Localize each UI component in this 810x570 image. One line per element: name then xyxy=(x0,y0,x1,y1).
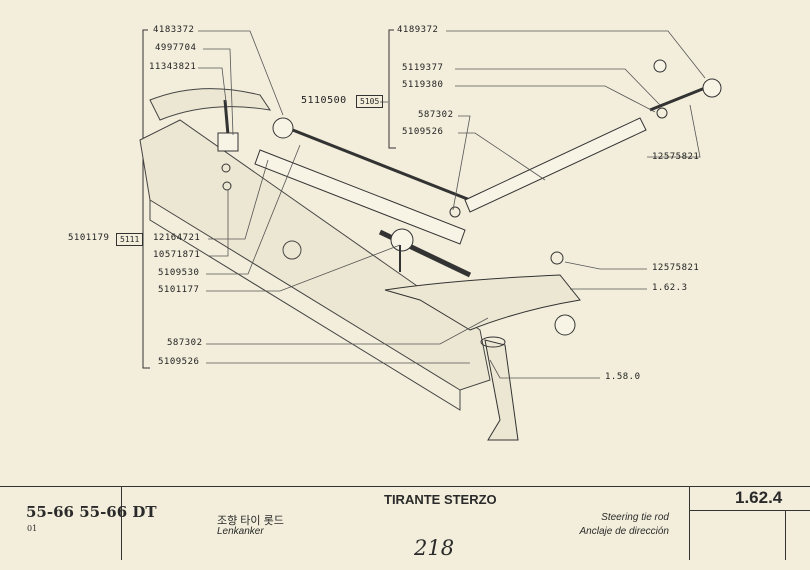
bolt xyxy=(223,99,230,136)
section-reference: 1.62.3 xyxy=(652,283,688,293)
clamp xyxy=(217,132,239,152)
handwritten-page-number: 218 xyxy=(414,536,455,560)
part-number: 5109526 xyxy=(402,127,444,137)
steering-arm xyxy=(384,274,581,331)
part-number: 5101179 xyxy=(68,233,110,243)
part-number: 12164721 xyxy=(153,233,201,243)
part-number: 11343821 xyxy=(149,62,197,72)
title-spanish: Anclaje de dirección xyxy=(579,526,670,537)
title-korean: 조향 타이 롯드 xyxy=(217,515,284,527)
footer-divider xyxy=(689,510,810,511)
section-reference: 1.58.0 xyxy=(605,372,641,382)
footer-divider xyxy=(121,486,122,560)
title-english: Steering tie rod xyxy=(601,512,669,523)
part-number: 5110500 xyxy=(301,95,347,106)
section-number: 1.62.4 xyxy=(735,488,783,507)
outer-tie-rod xyxy=(449,59,722,218)
part-number: 5109530 xyxy=(158,268,200,278)
kingpin xyxy=(484,339,519,441)
chassis-frame xyxy=(139,88,491,411)
reference-box: 5105 xyxy=(356,95,384,108)
part-number: 5119377 xyxy=(402,63,444,73)
title-german: Lenkanker xyxy=(217,526,264,537)
right-bracket xyxy=(388,29,396,149)
part-number: 12575821 xyxy=(652,152,700,162)
part-number: 4189372 xyxy=(397,25,439,35)
ball-joint-right xyxy=(554,314,576,336)
page-title: TIRANTE STERZO xyxy=(384,492,497,507)
reference-box: 5111 xyxy=(116,233,144,246)
left-bracket xyxy=(142,29,150,369)
model-variant: 01 xyxy=(27,524,38,533)
part-number: 587302 xyxy=(418,110,454,120)
part-number: 10571871 xyxy=(153,250,201,260)
ball-joint-left xyxy=(272,117,294,139)
ball-joint-center xyxy=(390,228,414,252)
footer-divider xyxy=(785,510,786,560)
part-number: 5101177 xyxy=(158,285,200,295)
part-number: 5119380 xyxy=(402,80,444,90)
model-name: 55-66 55-66 DT xyxy=(26,503,157,521)
footer-divider xyxy=(0,486,810,487)
leader-lines xyxy=(198,30,706,379)
part-number: 4997704 xyxy=(155,43,197,53)
part-number: 4183372 xyxy=(153,25,195,35)
part-number: 12575821 xyxy=(652,263,700,273)
footer-divider xyxy=(689,486,690,560)
part-number: 587302 xyxy=(167,338,203,348)
nut xyxy=(550,251,564,265)
part-number: 5109526 xyxy=(158,357,200,367)
